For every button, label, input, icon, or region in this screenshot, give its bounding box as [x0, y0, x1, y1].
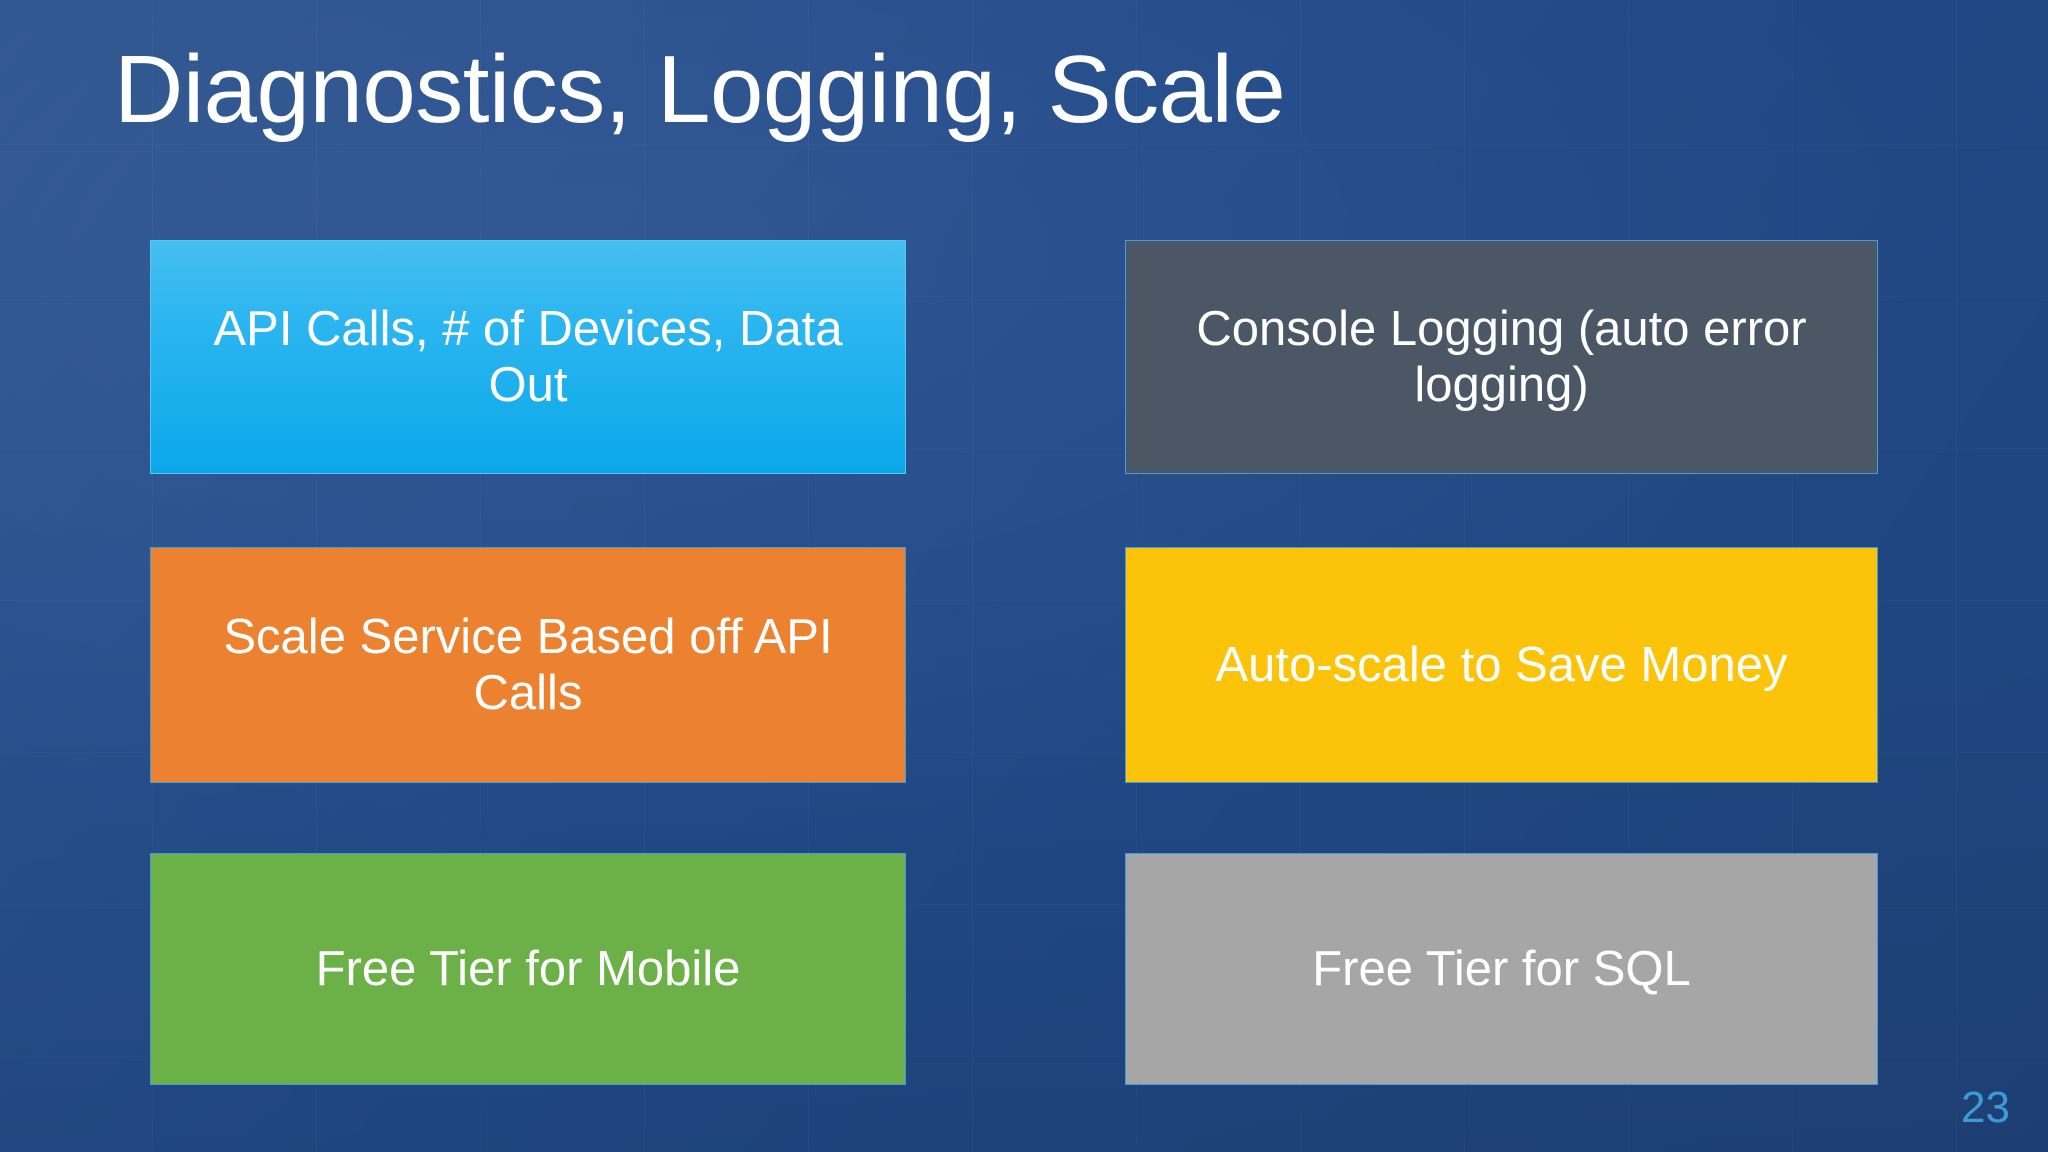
- card-auto-scale-save-money[interactable]: Auto-scale to Save Money: [1125, 547, 1878, 783]
- card-label: Free Tier for SQL: [1312, 941, 1691, 996]
- page-title: Diagnostics, Logging, Scale: [114, 36, 1286, 143]
- card-label: Auto-scale to Save Money: [1215, 637, 1788, 692]
- card-free-tier-mobile[interactable]: Free Tier for Mobile: [150, 853, 906, 1085]
- card-free-tier-sql[interactable]: Free Tier for SQL: [1125, 853, 1878, 1085]
- card-label: Free Tier for Mobile: [315, 941, 741, 996]
- card-api-calls-devices-data-out[interactable]: API Calls, # of Devices, Data Out: [150, 240, 906, 474]
- slide-page-number: 23: [1961, 1083, 2010, 1132]
- card-console-logging[interactable]: Console Logging (auto error logging): [1125, 240, 1878, 474]
- card-label: Console Logging (auto error logging): [1196, 301, 1807, 412]
- card-label: API Calls, # of Devices, Data Out: [213, 301, 843, 412]
- card-scale-service-api-calls[interactable]: Scale Service Based off API Calls: [150, 547, 906, 783]
- card-label: Scale Service Based off API Calls: [223, 609, 833, 720]
